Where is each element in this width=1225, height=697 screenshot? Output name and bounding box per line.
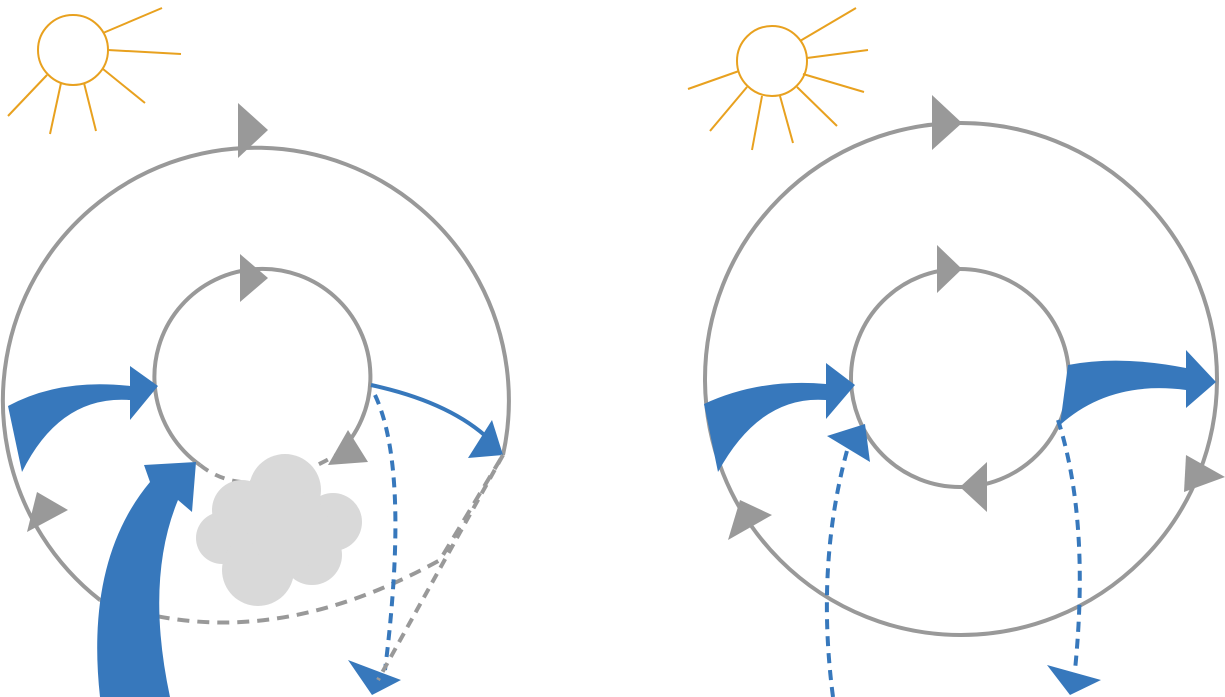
outer-ring-top-arrowhead xyxy=(932,95,962,150)
dashed-grey-diagonal xyxy=(376,454,505,681)
sun-icon xyxy=(7,7,182,135)
dashed-blue-down-arrowhead xyxy=(348,660,401,695)
thin-outflow-line xyxy=(370,383,492,442)
bottom-thick-upward-arrow xyxy=(97,462,196,697)
inner-ring-arc xyxy=(152,266,373,467)
outer-ring-left-arrowhead xyxy=(27,492,68,532)
inner-ring-top-arrowhead xyxy=(240,254,268,302)
cloud-icon xyxy=(196,454,362,606)
dashed-blue-down-arrowhead xyxy=(1047,665,1101,695)
inner-ring-top-arrowhead xyxy=(937,245,962,293)
inner-ring-bottom-arrowhead xyxy=(960,462,987,512)
outer-ring-right-arrowhead xyxy=(1184,455,1225,492)
sun-icon xyxy=(687,7,869,151)
right-diagram xyxy=(687,7,1225,697)
inner-ring xyxy=(849,267,1071,489)
dashed-blue-up-line xyxy=(824,439,852,697)
outer-ring-arc xyxy=(0,145,511,602)
outer-ring-top-arrowhead xyxy=(238,103,268,158)
outer-ring-left-arrowhead xyxy=(728,500,772,540)
dashed-blue-down-line xyxy=(373,394,398,671)
left-diagram xyxy=(0,7,511,697)
dashed-blue-down-line xyxy=(1056,419,1082,671)
dashed-blue-up-arrowhead xyxy=(827,424,870,462)
inner-ring-right-arrowhead xyxy=(328,430,368,465)
thin-outflow-arrowhead xyxy=(468,420,503,458)
left-thick-inflow-arrow xyxy=(8,366,158,472)
right-thick-outflow-arrow xyxy=(1060,350,1216,425)
left-thick-inflow-arrow xyxy=(704,363,855,472)
